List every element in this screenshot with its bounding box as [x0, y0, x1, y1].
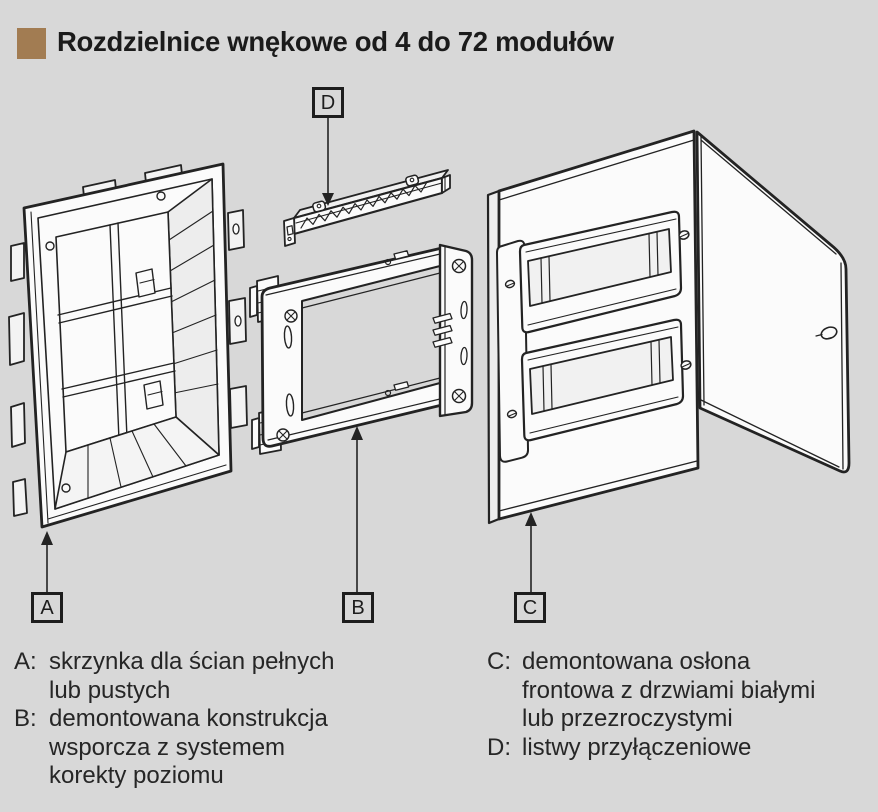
legend-text: lub przezroczystymi	[522, 705, 733, 733]
legend-text: lub pustych	[49, 676, 171, 704]
part-c-cover-door-drawing	[486, 129, 851, 525]
legend-key-d: D:	[487, 733, 511, 761]
callout-box-a: A	[31, 592, 63, 623]
arrow-head-a	[41, 531, 53, 545]
part-a-box-drawing	[8, 162, 248, 529]
exploded-view-diagram: D A B C	[0, 75, 878, 645]
legend-item-a: A: skrzynka dla ścian pełnych lub pustyc…	[14, 648, 334, 705]
legend-text: korekty poziomu	[49, 762, 224, 790]
arrow-head-c	[525, 512, 537, 526]
section-header: Rozdzielnice wnękowe od 4 do 72 modułów	[17, 26, 614, 59]
legend-item-b: B: demontowana konstrukcja wsporcza z sy…	[14, 705, 334, 791]
legend-column-right: C: demontowana osłona frontowa z drzwiam…	[487, 648, 815, 762]
legend-item-d: D: listwy przyłączeniowe	[487, 734, 815, 763]
legend-column-left: A: skrzynka dla ścian pełnych lub pustyc…	[14, 648, 334, 791]
part-b-support-frame-drawing	[249, 243, 474, 455]
legend-text: demontowana konstrukcja	[49, 705, 328, 733]
legend-text: skrzynka dla ścian pełnych	[49, 648, 335, 675]
arrow-head-d	[322, 193, 334, 206]
section-bullet-icon	[17, 28, 46, 59]
part-d-terminal-strip-drawing	[283, 169, 451, 247]
legend-item-c: C: demontowana osłona frontowa z drzwiam…	[487, 648, 815, 734]
legend-text: demontowana osłona	[522, 648, 751, 675]
callout-box-d: D	[312, 87, 344, 118]
legend-key-c: C:	[487, 648, 511, 675]
legend-text: frontowa z drzwiami białymi	[522, 676, 816, 704]
page-title: Rozdzielnice wnękowe od 4 do 72 modułów	[57, 26, 614, 57]
legend-text: listwy przyłączeniowe	[522, 733, 752, 761]
legend-text: wsporcza z systemem	[49, 733, 286, 761]
callout-arrows	[41, 118, 537, 592]
legend: A: skrzynka dla ścian pełnych lub pustyc…	[0, 648, 878, 808]
legend-key-b: B:	[14, 705, 37, 733]
diagram-drawing	[8, 118, 851, 592]
arrow-head-b	[351, 426, 363, 440]
callout-box-b: B	[342, 592, 374, 623]
callout-box-c: C	[514, 592, 546, 623]
legend-key-a: A:	[14, 648, 37, 675]
